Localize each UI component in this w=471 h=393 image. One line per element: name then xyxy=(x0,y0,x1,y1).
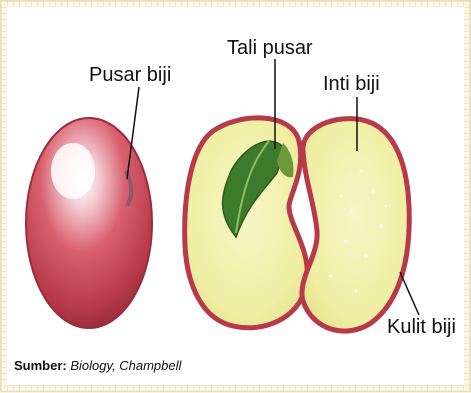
funiculus-label: Tali pusar xyxy=(227,38,313,58)
cotyledon-label: Inti biji xyxy=(323,74,380,94)
seed-coat-label: Kulit biji xyxy=(387,317,456,337)
figure-source: Sumber: Biology, Champbell xyxy=(14,358,181,373)
source-value: Biology, Champbell xyxy=(70,358,181,373)
seed-coat-leader-line xyxy=(400,272,419,315)
right-seed-half xyxy=(302,119,409,332)
hilum-label: Pusar biji xyxy=(89,65,171,85)
left-seed-half xyxy=(185,118,308,328)
whole-bean-seed xyxy=(26,118,152,328)
source-label: Sumber: xyxy=(14,358,67,373)
